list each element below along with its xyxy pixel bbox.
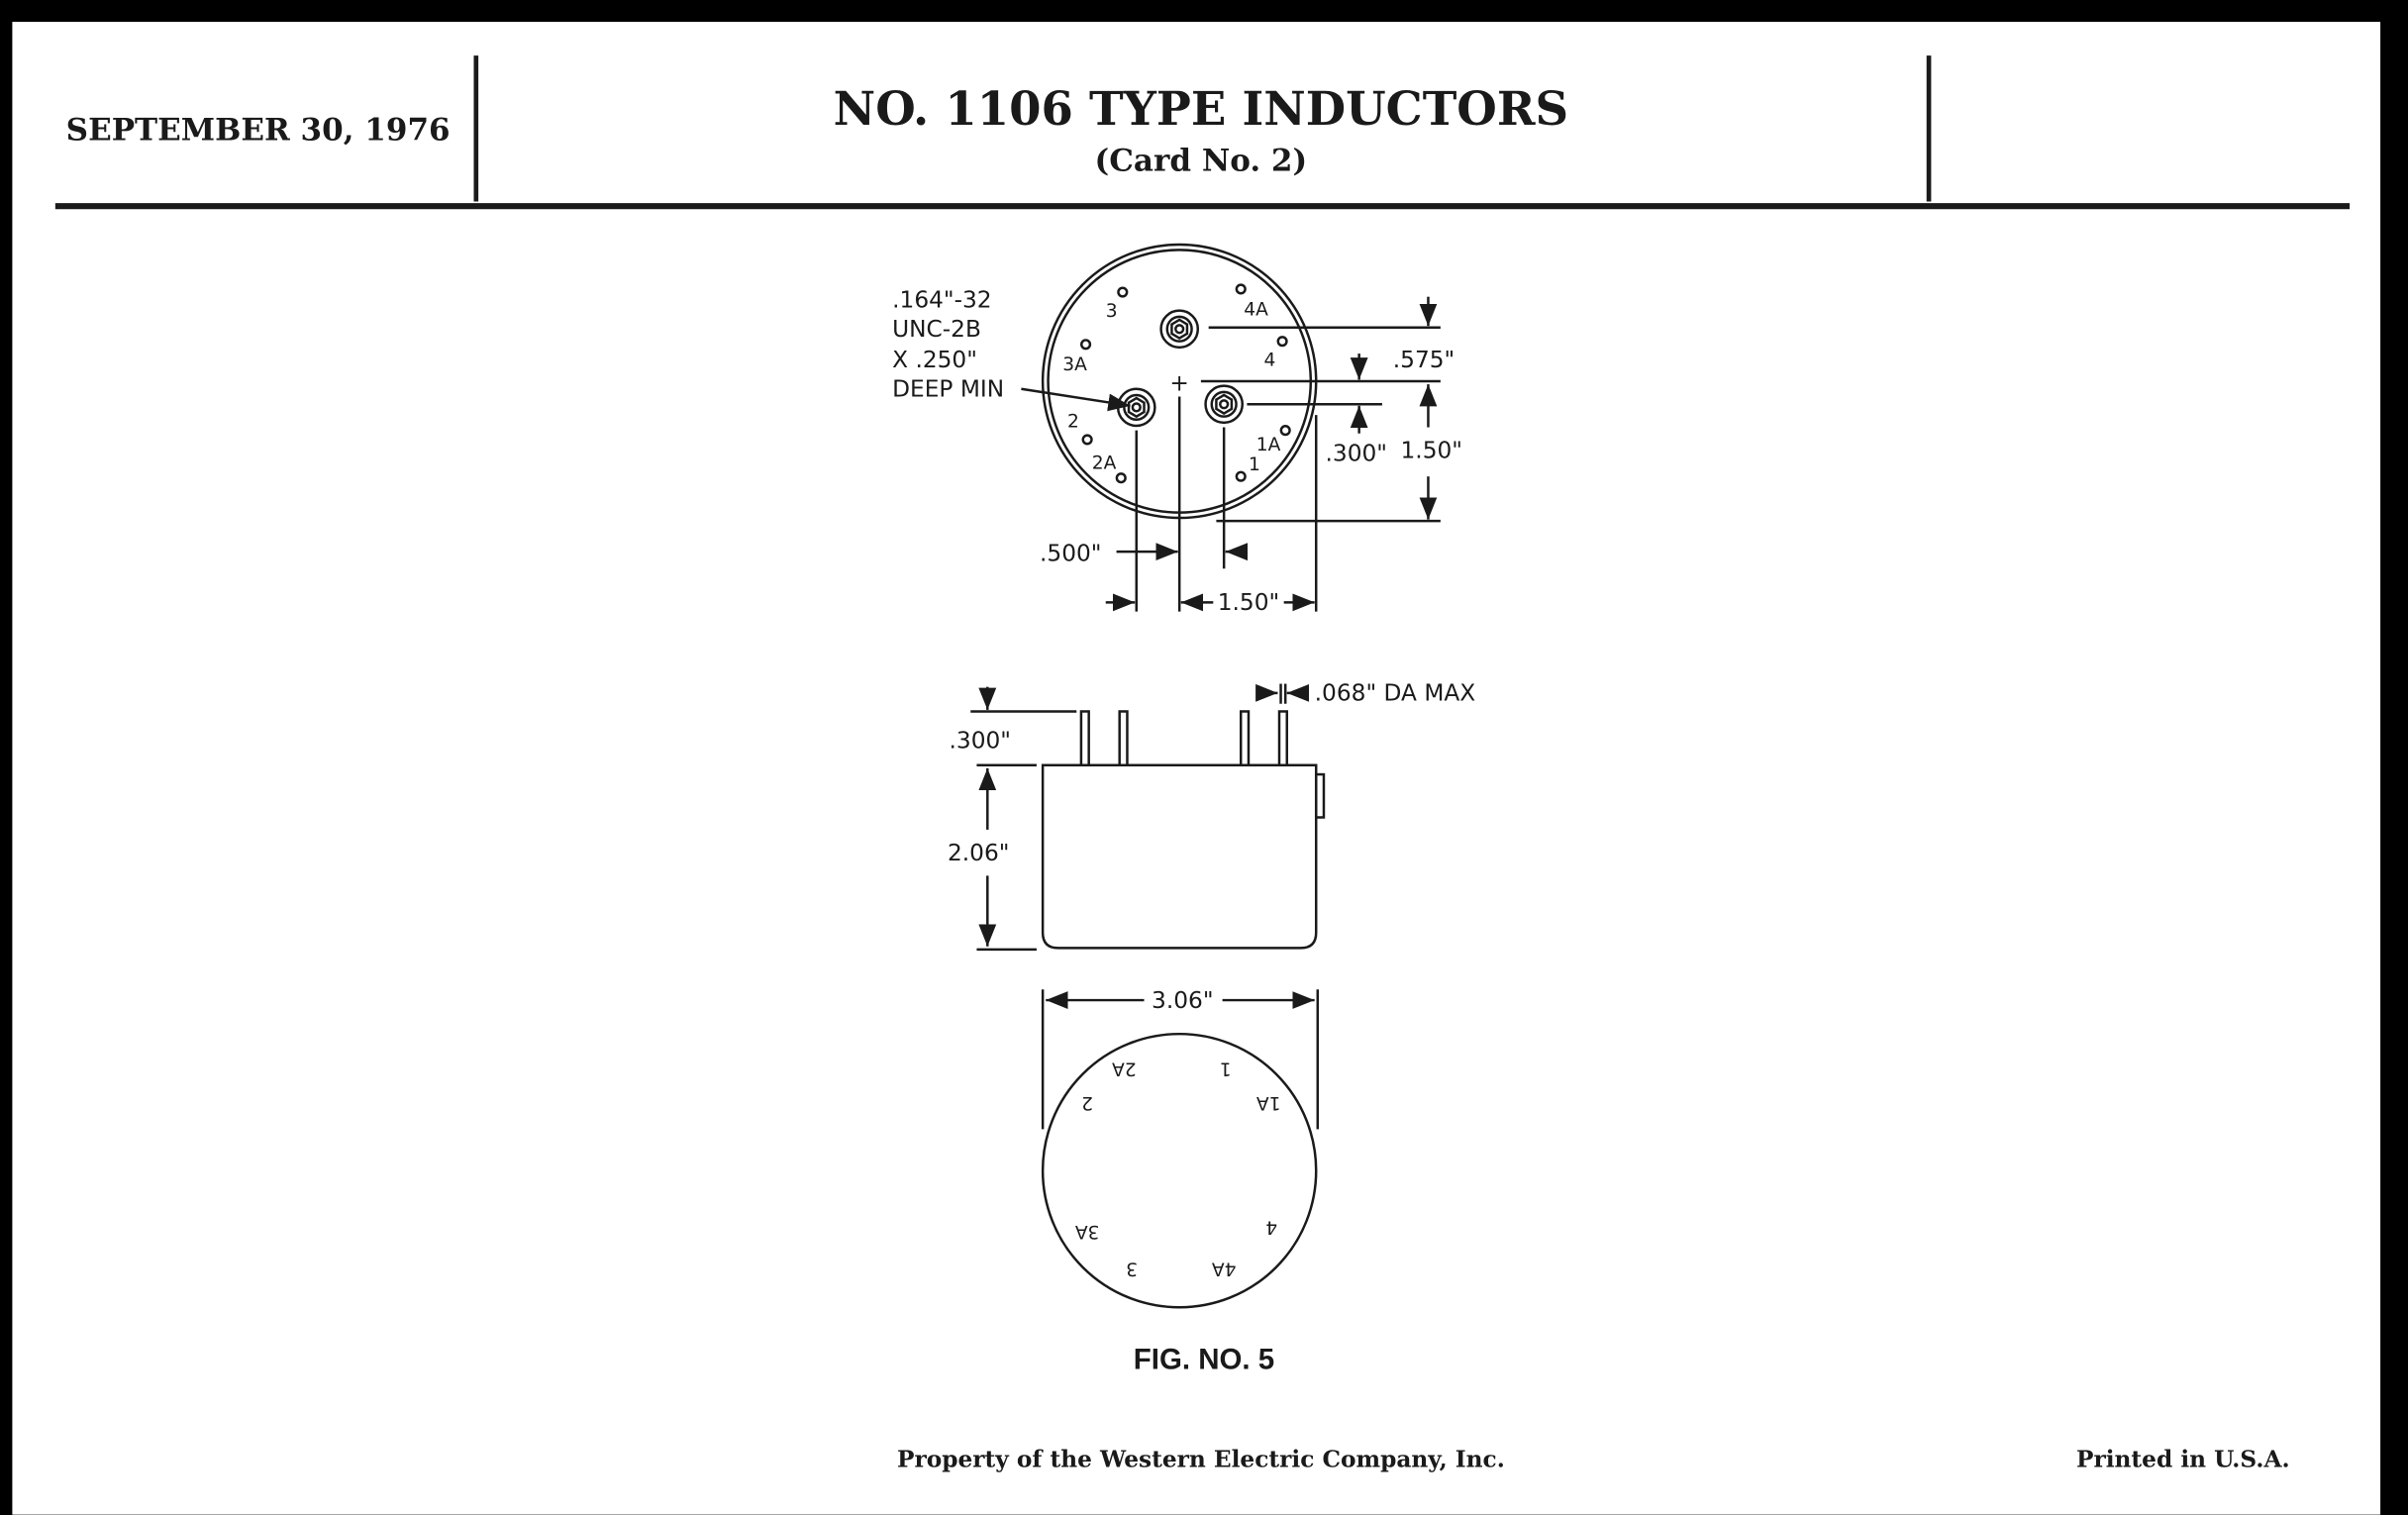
page-subtitle: (Card No. 2) [1095,144,1308,179]
thread-note-line: UNC-2B [892,316,981,343]
terminal-label: 1A [1256,435,1281,455]
footer-printed: Printed in U.S.A. [2076,1447,2290,1473]
top-view-drawing: + 3 3A 2 2A 4A 4 1A 1 .164"-32 UNC-2B X … [892,243,1462,616]
dim-150-vertical: 1.50" [1401,438,1462,464]
terminal-label-inverted: 2A [1112,1059,1137,1079]
card-date: SEPTEMBER 30, 1976 [66,112,451,148]
dim-575: .575" [1393,347,1455,373]
terminal-label-inverted: 1 [1220,1059,1232,1079]
terminal-label: 4A [1244,299,1268,320]
svg-text:+: + [1169,369,1188,396]
threaded-stud-right [1204,384,1245,425]
terminal-label-inverted: 1A [1256,1092,1281,1113]
dim-150-horizontal: 1.50" [1218,589,1279,616]
dim-300: .300" [1326,441,1387,467]
thread-note-line: X .250" [892,347,977,373]
terminal-label-inverted: 2 [1081,1092,1093,1113]
terminal-label-inverted: 4A [1212,1258,1237,1278]
side-view-drawing: .300" 2.06" .068" DA MAX [948,680,1476,952]
terminal-label: 3A [1062,354,1087,375]
terminal-label-inverted: 3A [1075,1221,1100,1242]
page-title: NO. 1106 TYPE INDUCTORS [834,81,1568,136]
terminal-label: 2 [1067,412,1079,433]
dim-500: .500" [1040,540,1101,566]
dim-diameter: 3.06" [1152,987,1213,1014]
figure-caption: FIG. NO. 5 [1134,1343,1274,1375]
threaded-stud-top [1159,309,1200,350]
bottom-view-drawing: 3.06" 2A 1 2 1A 3A 4 3 4A [1041,987,1320,1309]
thread-note-line: .164"-32 [892,287,991,314]
terminal-label: 3 [1106,301,1118,322]
terminal-label-inverted: 4 [1265,1216,1277,1237]
dim-body-height: 2.06" [948,840,1009,866]
dim-pin-diameter: .068" DA MAX [1315,680,1476,707]
dim-pin-height: .300" [950,728,1011,755]
terminal-label: 4 [1263,350,1275,370]
terminal-label: 2A [1092,453,1117,473]
terminal-label-inverted: 3 [1126,1258,1138,1278]
footer-property: Property of the Western Electric Company… [897,1447,1505,1473]
card-paper [12,22,2381,1515]
terminal-label: 1 [1249,454,1260,475]
thread-note-line: DEEP MIN [892,376,1004,403]
